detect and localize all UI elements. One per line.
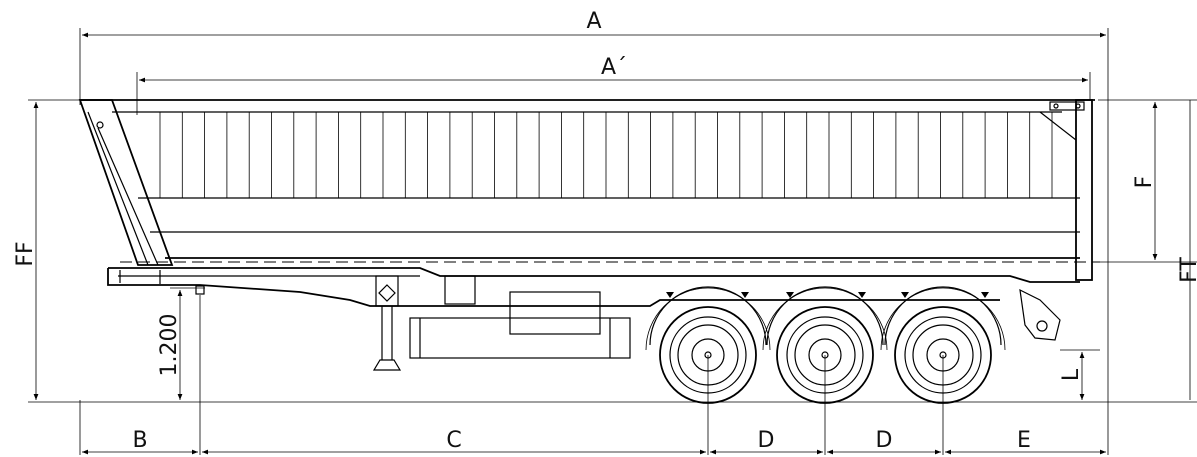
- dim-label-1200: 1.200: [157, 314, 182, 377]
- wheel: [645, 286, 771, 404]
- chassis-brackets: [666, 292, 989, 298]
- body-ribs: [159, 112, 1053, 198]
- bracket-mark: [666, 292, 674, 298]
- dim-label-a-prime: A´: [601, 55, 627, 80]
- bracket-mark: [786, 292, 794, 298]
- dim-label-ft: FT: [1177, 257, 1197, 283]
- dim-label-a: A: [586, 9, 601, 34]
- wheel: [762, 286, 888, 404]
- chassis-frame: [107, 267, 1080, 371]
- bracket-mark: [741, 292, 749, 298]
- dim-label-f: F: [1132, 176, 1157, 189]
- dim-label-d-second: D: [876, 428, 893, 453]
- bracket-mark: [981, 292, 989, 298]
- tipper-body: [78, 99, 1100, 281]
- dim-label-b: B: [132, 428, 147, 453]
- dimension-labels: A A´ B C D D E FF F FT 1.200 L: [13, 9, 1197, 453]
- dim-label-c: C: [446, 428, 461, 453]
- dim-label-l: L: [1059, 368, 1084, 381]
- dim-label-e: E: [1017, 428, 1031, 453]
- wheel: [880, 286, 1006, 404]
- bracket-mark: [901, 292, 909, 298]
- dimension-lines: [28, 28, 1197, 455]
- axle-wheels: [645, 286, 1006, 404]
- dim-label-ff: FF: [13, 241, 38, 266]
- bracket-mark: [858, 292, 866, 298]
- dim-label-d-first: D: [758, 428, 775, 453]
